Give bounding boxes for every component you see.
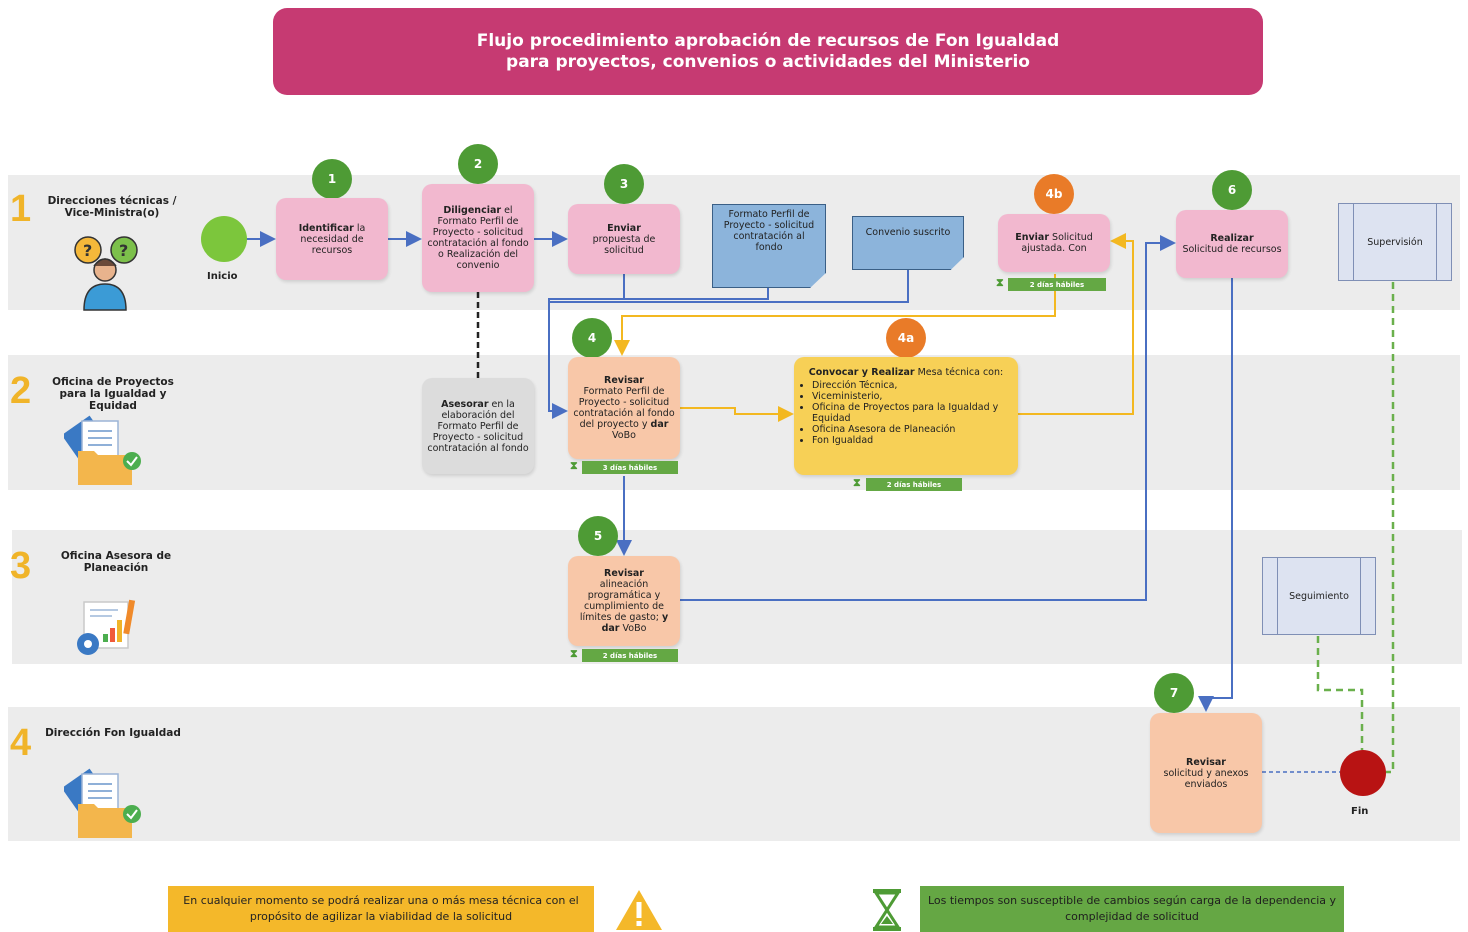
step-7-bold: Revisar xyxy=(1186,756,1226,768)
start-node xyxy=(201,216,247,262)
svg-text:?: ? xyxy=(83,241,92,260)
step-6-realizar: Realizar Solicitud de recursos xyxy=(1176,210,1288,278)
document-convenio-suscrito: Convenio suscrito xyxy=(852,216,964,270)
step-6-text: Solicitud de recursos xyxy=(1182,244,1282,255)
step-3-bold: Enviar xyxy=(607,222,641,234)
lane-3-label: Oficina Asesora de Planeación xyxy=(60,550,172,574)
hourglass-icon: ⧗ xyxy=(570,647,578,660)
step-7-revisar: Revisar solicitud y anexos enviados xyxy=(1150,713,1262,833)
step-5-bold: Revisar xyxy=(604,568,644,579)
participant-item: Viceministerio, xyxy=(812,391,1014,402)
step-2b-bold: Asesorar xyxy=(441,398,489,410)
person-question-icon: ? ? xyxy=(74,236,138,311)
step-7-text: solicitud y anexos enviados xyxy=(1163,767,1249,790)
step-3-enviar: Enviar propuesta de solicitud xyxy=(568,204,680,274)
step-4a-text: Mesa técnica con: xyxy=(914,367,1004,378)
step-4-text2: VoBo xyxy=(612,430,636,441)
end-node xyxy=(1340,750,1386,796)
note-mesa-tecnica: En cualquier momento se podrá realizar u… xyxy=(168,886,594,932)
hourglass-icon: ⧗ xyxy=(853,476,861,489)
step-1-identificar: Identificar la necesidad de recursos xyxy=(276,198,388,280)
step-1-text: la necesidad de recursos xyxy=(300,222,366,256)
planning-gear-icon xyxy=(77,599,136,655)
svg-text:?: ? xyxy=(119,241,128,260)
step-5-badge: 5 xyxy=(578,516,618,556)
supervision-box: Supervisión xyxy=(1338,203,1452,281)
step-4a-mesa-tecnica: Convocar y Realizar Mesa técnica con: Di… xyxy=(794,357,1018,475)
step-4a-days-badge: 2 días hábiles xyxy=(866,478,962,491)
step-3-text: propuesta de solicitud xyxy=(592,233,656,256)
documents-folder-icon xyxy=(64,415,141,485)
step-2-text: el Formato Perfil de Proyecto - solicitu… xyxy=(427,205,529,271)
start-label: Inicio xyxy=(207,271,238,282)
step-4b-badge: 4b xyxy=(1034,174,1074,214)
step-4a-badge: 4a xyxy=(886,318,926,358)
step-7-badge: 7 xyxy=(1154,673,1194,713)
title-line-2: para proyectos, convenios o actividades … xyxy=(506,51,1030,72)
documents-folder-icon xyxy=(64,768,141,838)
lane-2-background xyxy=(8,355,1460,490)
lane-4-number: 4 xyxy=(10,722,32,764)
step-6-bold: Realizar xyxy=(1210,233,1254,244)
step-2-badge: 2 xyxy=(458,144,498,184)
participant-item: Fon Igualdad xyxy=(812,435,1014,446)
lane-2-number: 2 xyxy=(10,370,32,412)
participant-item: Dirección Técnica, xyxy=(812,380,1014,391)
lane-4-label: Dirección Fon Igualdad xyxy=(45,727,181,739)
step-2-bold: Diligenciar xyxy=(443,205,502,216)
participant-item: Oficina Asesora de Planeación xyxy=(812,424,1014,435)
step-4-text: Formato Perfil de Proyecto - solicitud c… xyxy=(573,386,675,430)
lane-3-background xyxy=(12,530,1462,664)
step-5-days-badge: 2 días hábiles xyxy=(582,649,678,662)
step-5-bold2: y dar xyxy=(601,612,669,634)
step-4-days-badge: 3 días hábiles xyxy=(582,461,678,474)
document-formato-perfil: Formato Perfil de Proyecto - solicitud c… xyxy=(712,204,826,288)
step-1-bold: Identificar xyxy=(298,222,354,234)
note-tiempos: Los tiempos son susceptible de cambios s… xyxy=(920,886,1344,932)
step-4-revisar: Revisar Formato Perfil de Proyecto - sol… xyxy=(568,357,680,459)
lane-1-number: 1 xyxy=(10,188,32,230)
step-1-badge: 1 xyxy=(312,159,352,199)
step-4-bold2: dar xyxy=(650,419,669,430)
step-5-revisar: Revisar alineación programática y cumpli… xyxy=(568,556,680,646)
hourglass-icon xyxy=(873,889,901,931)
end-label: Fin xyxy=(1351,806,1369,817)
step-2-diligenciar: Diligenciar el Formato Perfil de Proyect… xyxy=(422,184,534,292)
step-3-badge: 3 xyxy=(604,164,644,204)
step-4-badge: 4 xyxy=(572,318,612,358)
step-4a-participants: Dirección Técnica, Viceministerio, Ofici… xyxy=(798,380,1014,446)
step-5-text2: VoBo xyxy=(619,623,647,634)
lane-2-label: Oficina de Proyectos para la Igualdad y … xyxy=(52,376,174,412)
step-4b-days-badge: 2 días hábiles xyxy=(1008,278,1106,291)
hourglass-icon: ⧗ xyxy=(996,276,1004,289)
lane-3-number: 3 xyxy=(10,545,32,587)
step-6-badge: 6 xyxy=(1212,170,1252,210)
step-4-bold: Revisar xyxy=(604,375,644,386)
title-line-1: Flujo procedimiento aprobación de recurs… xyxy=(476,30,1060,51)
step-4b-enviar-solicitud: Enviar Solicitud ajustada. Con xyxy=(998,214,1110,272)
step-2b-text: en la elaboración del Formato Perfil de … xyxy=(427,398,529,454)
step-4b-bold: Enviar xyxy=(1015,232,1050,243)
seguimiento-box: Seguimiento xyxy=(1262,557,1376,635)
step-5-text: alineación programática y cumplimiento d… xyxy=(579,579,664,623)
participant-item: Oficina de Proyectos para la Igualdad y … xyxy=(812,402,1014,424)
warning-icon xyxy=(616,890,662,930)
step-4a-bold: Convocar y Realizar xyxy=(808,367,915,378)
step-4b-text: Solicitud ajustada. Con xyxy=(1021,232,1093,254)
diagram-title: Flujo procedimiento aprobación de recurs… xyxy=(273,8,1263,95)
step-2b-asesorar: Asesorar en la elaboración del Formato P… xyxy=(422,378,534,474)
lane-1-label: Direcciones técnicas / Vice-Ministra(o) xyxy=(47,195,177,219)
hourglass-icon: ⧗ xyxy=(570,459,578,472)
